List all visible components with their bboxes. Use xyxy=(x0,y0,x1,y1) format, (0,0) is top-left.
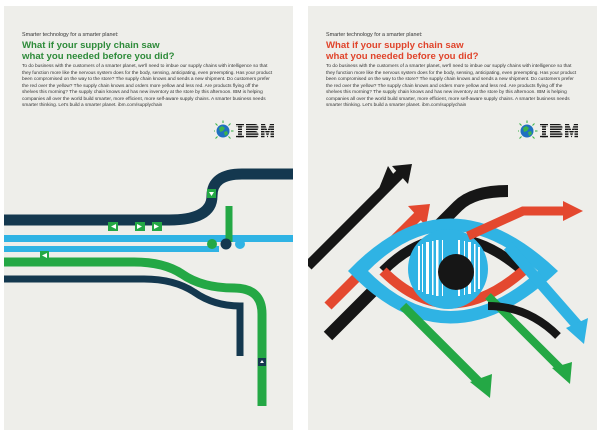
poster-supply-chain-tracks: Smarter technology for a smarter planet:… xyxy=(4,6,293,430)
pupil xyxy=(438,254,474,290)
arrow-red-right xyxy=(466,206,568,241)
poster-seeing-eye: Smarter technology for a smarter planet:… xyxy=(308,6,597,430)
package-icons xyxy=(40,189,266,366)
arrow-green-1 xyxy=(399,302,487,390)
body-copy: To do business with the customers of a s… xyxy=(22,64,273,108)
cyan-track xyxy=(4,235,293,242)
smarter-planet-globe-icon xyxy=(214,120,234,139)
ibm-wordmark xyxy=(236,124,274,138)
smarter-planet-globe-icon xyxy=(518,120,538,139)
tagline: Smarter technology for a smarter planet: xyxy=(22,32,119,38)
arrow-black xyxy=(323,185,509,341)
ibm-wordmark xyxy=(540,124,578,138)
eye-arrows-illustration xyxy=(308,164,588,398)
navy-track-lower xyxy=(4,275,244,356)
ibm-logo xyxy=(518,119,588,143)
ibm-logo xyxy=(214,119,284,143)
headline-line-2: what you needed before you did? xyxy=(326,51,479,62)
navy-track-upper xyxy=(4,168,293,226)
arrow-cyan xyxy=(503,242,583,330)
headline-line-1: What if your supply chain saw xyxy=(22,40,160,51)
headline-line-1: What if your supply chain saw xyxy=(326,40,464,51)
body-copy: To do business with the customers of a s… xyxy=(326,64,577,108)
headline: What if your supply chain saw what you n… xyxy=(326,40,566,62)
supply-chain-track-illustration xyxy=(4,168,293,406)
cyan-track-lower xyxy=(4,246,219,252)
headline: What if your supply chain saw what you n… xyxy=(22,40,262,62)
tagline: Smarter technology for a smarter planet: xyxy=(326,32,423,38)
green-track xyxy=(4,257,267,406)
headline-line-2: what you needed before you did? xyxy=(22,51,175,62)
